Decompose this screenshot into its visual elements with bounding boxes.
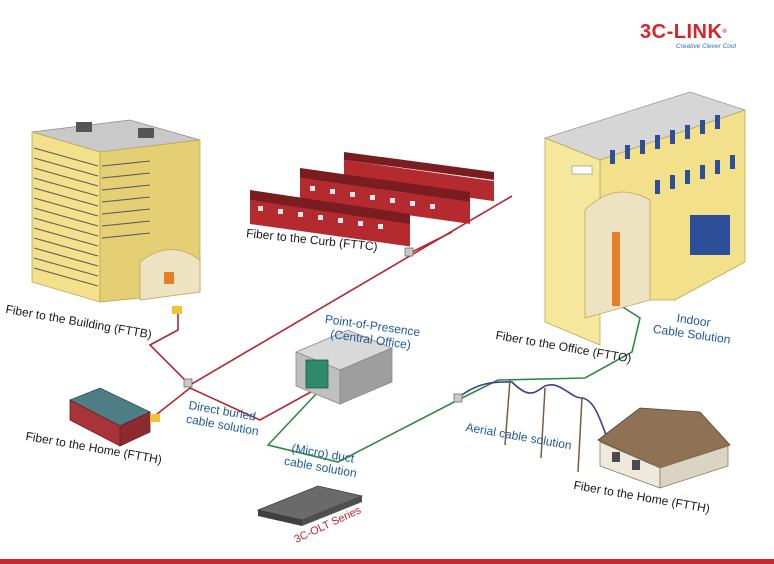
left-house-box xyxy=(150,414,160,422)
cable-olt-to-office xyxy=(266,301,641,463)
junction-box-2 xyxy=(183,378,193,388)
central-office-cabinet xyxy=(294,329,394,405)
rooftop-unit-1 xyxy=(76,122,92,132)
pole-2 xyxy=(540,387,546,459)
pole-3 xyxy=(577,397,583,473)
brand-tagline: Creative Clever Cool xyxy=(676,43,736,50)
junction-box-3 xyxy=(404,247,414,257)
brand-name: 3C-LINK xyxy=(640,21,723,43)
utility-poles xyxy=(504,379,583,473)
row-houses-middle xyxy=(300,168,470,224)
apartment-windows xyxy=(33,147,151,287)
apartment-riser-box xyxy=(164,272,174,284)
cable-aerial xyxy=(457,381,609,441)
office-riser xyxy=(612,232,620,306)
junction-box-1 xyxy=(453,393,463,403)
junction-boxes xyxy=(183,247,463,403)
buried-cable-routes xyxy=(148,195,513,421)
apartment-building xyxy=(31,119,201,314)
row-houses xyxy=(250,152,494,247)
brand-logo: 3C-LINK® Creative Clever Cool xyxy=(640,22,736,51)
brand-registered-mark: ® xyxy=(722,29,728,35)
office-windows xyxy=(610,115,735,255)
duct-cable-routes xyxy=(266,301,641,463)
bottom-accent-bar xyxy=(0,559,774,564)
apartment-street-box xyxy=(172,306,182,314)
cable-home-to-pop xyxy=(151,387,319,421)
row-houses-front xyxy=(250,190,410,247)
olt-device xyxy=(256,485,364,526)
cable-curb-branch xyxy=(409,231,453,254)
left-house xyxy=(69,387,160,447)
pole-1 xyxy=(504,379,511,446)
right-cottage xyxy=(597,407,731,489)
aerial-cable-route xyxy=(457,381,609,441)
cabinet-door xyxy=(305,359,329,389)
rooftop-unit-2 xyxy=(138,128,154,138)
office-sign xyxy=(571,165,593,175)
row-house-windows xyxy=(258,186,435,229)
cable-building-to-curb xyxy=(148,195,513,387)
office-building xyxy=(543,91,747,346)
